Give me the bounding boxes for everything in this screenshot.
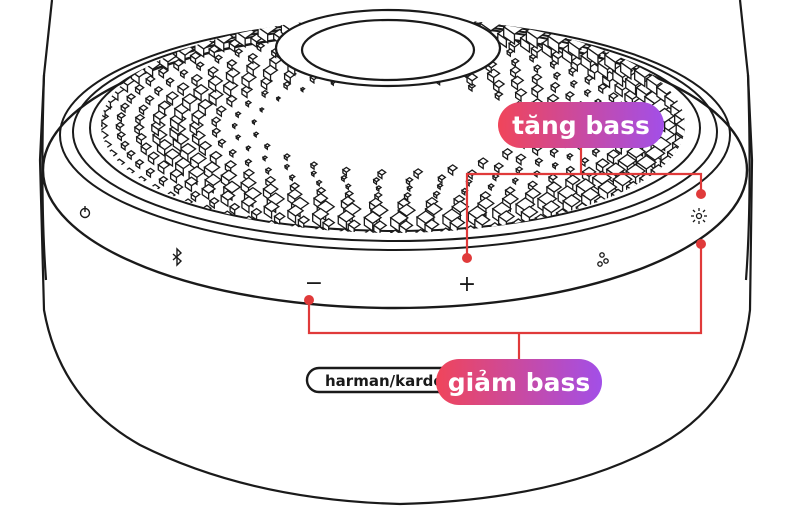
grille-cube-side [277, 98, 279, 101]
plus-marker-dot [462, 253, 472, 263]
decrease-bass-label: giảm bass [436, 359, 602, 405]
light-marker-dot-bottom [696, 239, 706, 249]
grille-cube-side [260, 109, 262, 112]
top-cap [276, 10, 500, 86]
grille-cube-side [285, 166, 287, 169]
grille-cube-side [366, 233, 370, 240]
grille-cube-side [236, 136, 238, 139]
grille-cube-side [331, 82, 333, 85]
grille-cube [96, 112, 108, 121]
grille-cube-side [254, 134, 256, 137]
grille-cube [100, 141, 111, 149]
grille-cube-side [301, 89, 303, 92]
grille-cube [97, 131, 108, 139]
grille-cube-side [233, 125, 235, 128]
grille-cube [114, 159, 124, 166]
grille-cube [106, 150, 116, 157]
connect-icon [598, 253, 608, 266]
power-icon [81, 206, 90, 218]
brand-text: harman/kardon [325, 372, 454, 390]
grille-cube-side [97, 135, 103, 144]
decrease-connector [309, 244, 701, 333]
grille-cube [137, 176, 146, 182]
light-marker-dot-top [696, 189, 706, 199]
grille-cube-side [263, 157, 265, 160]
grille-cube-side [99, 107, 105, 117]
grille-cube-side [441, 231, 446, 238]
light-icon [691, 208, 707, 224]
grille-cube-side [246, 147, 248, 150]
minus-marker-dot [304, 295, 314, 305]
grille-cube-side [96, 116, 102, 126]
grille-cube-side [100, 145, 105, 154]
grille-cube-side [490, 226, 495, 234]
grille-cube-side [416, 233, 420, 240]
grille-cube-side [252, 121, 254, 124]
grille-cube-side [95, 126, 101, 135]
grille-cube [125, 168, 134, 175]
plus-icon: + [458, 272, 476, 297]
grille-cube-side [316, 230, 320, 236]
grille-cube [95, 122, 107, 130]
grille-cube-side [340, 231, 344, 237]
bluetooth-icon [173, 249, 181, 265]
grille-cube-side [268, 223, 272, 229]
increase-bass-label: tăng bass [498, 102, 664, 148]
grille-cube-side [391, 233, 395, 240]
grille-cube-side [291, 227, 295, 233]
grille-cube-side [245, 219, 249, 225]
minus-icon: − [305, 271, 323, 296]
